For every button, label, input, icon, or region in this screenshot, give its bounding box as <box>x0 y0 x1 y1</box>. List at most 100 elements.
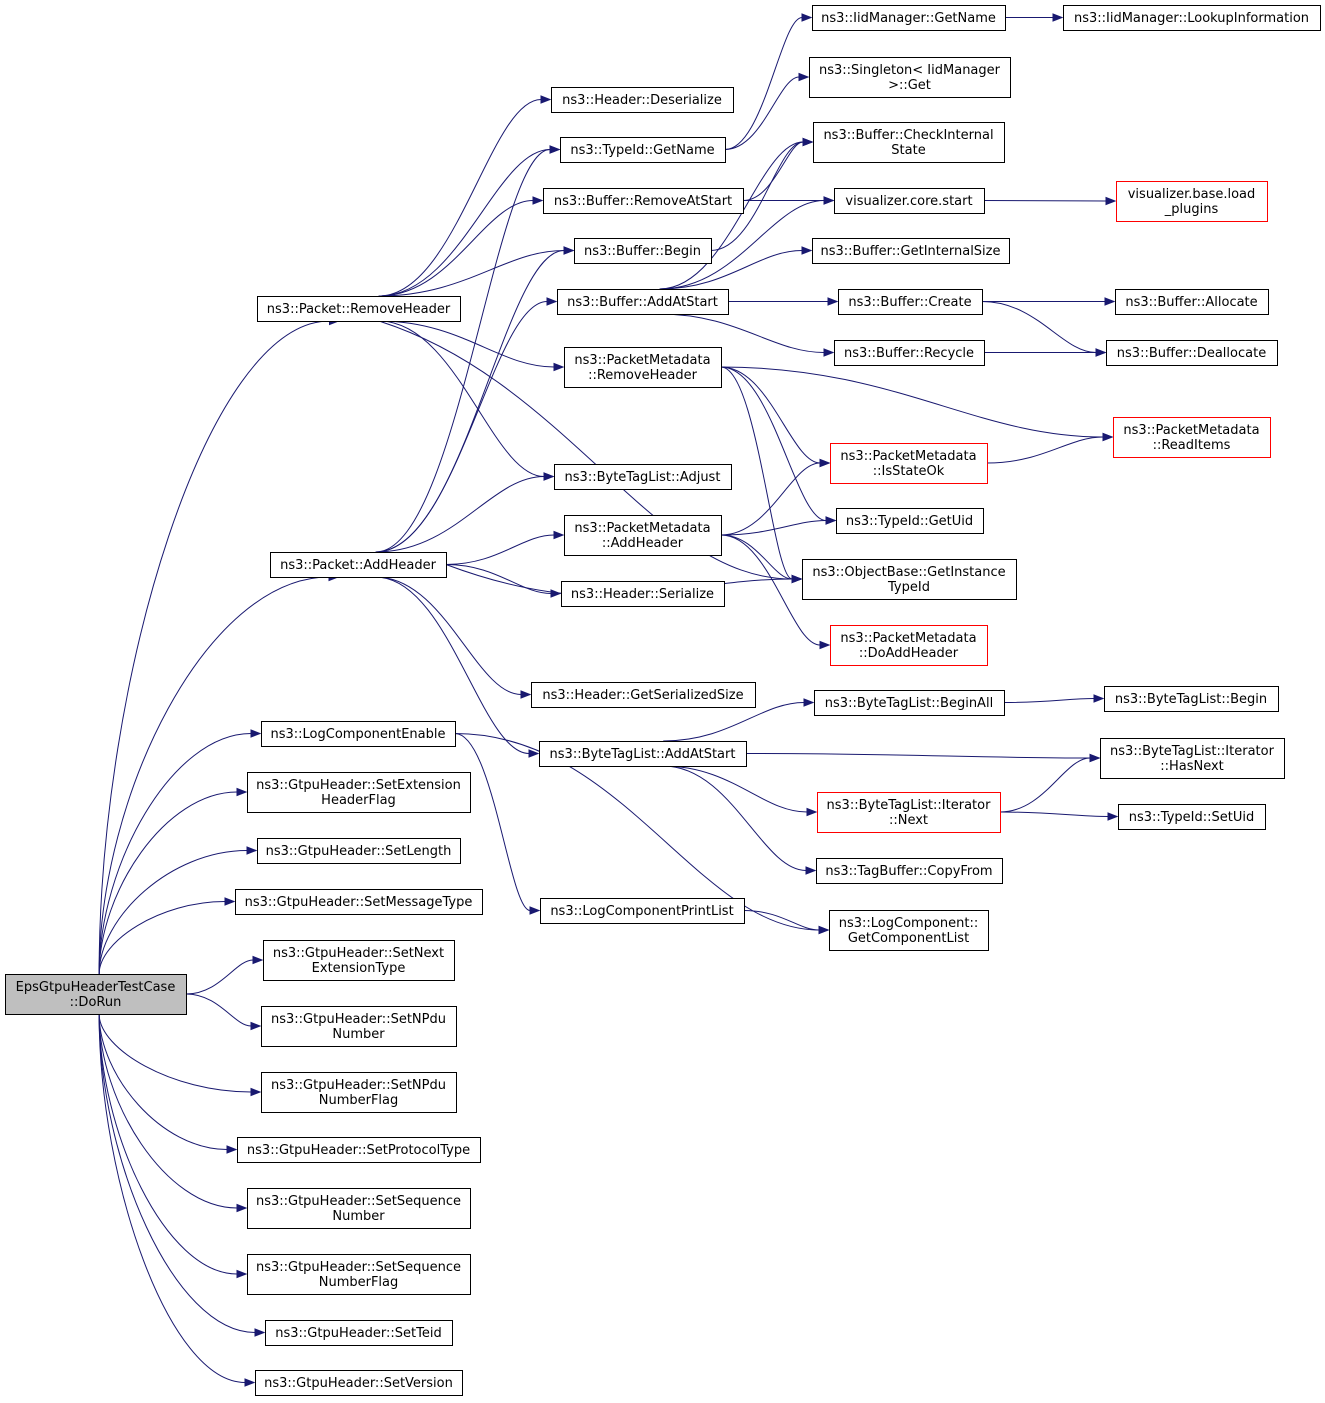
arrowhead <box>563 246 575 255</box>
node-typeid-name[interactable]: ns3::TypeId::GetName <box>560 137 726 163</box>
node-set-teid[interactable]: ns3::GtpuHeader::SetTeid <box>265 1320 453 1346</box>
edge-root-to-log-enable <box>98 729 262 975</box>
node-label: ::RemoveHeader <box>588 368 698 383</box>
node-label: ::DoAddHeader <box>859 646 959 661</box>
edge-line <box>98 320 330 975</box>
node-buf-allocate[interactable]: ns3::Buffer::Allocate <box>1115 289 1269 315</box>
node-vis-load[interactable]: visualizer.base.load_plugins <box>1116 181 1268 222</box>
edge-typeid-name-to-iid-name <box>724 13 813 150</box>
node-box <box>812 5 1006 31</box>
node-label: ::IsStateOk <box>873 464 945 479</box>
node-pm-add[interactable]: ns3::PacketMetadata::AddHeader <box>564 515 722 556</box>
node-btl-hasnext[interactable]: ns3::ByteTagList::Iterator::HasNext <box>1100 738 1285 779</box>
edge-pkt-remove-to-typeid-name <box>378 145 561 297</box>
node-label: ns3::Buffer::Allocate <box>1125 295 1257 310</box>
node-label: visualizer.core.start <box>845 194 972 209</box>
node-label: ::Next <box>889 813 928 828</box>
node-btl-begin[interactable]: ns3::ByteTagList::Begin <box>1104 686 1279 712</box>
edge-root-to-set-ext <box>98 787 248 975</box>
edge-line <box>98 1013 238 1275</box>
node-typeid-uid[interactable]: ns3::TypeId::GetUid <box>836 508 984 534</box>
node-buf-dealloc[interactable]: ns3::Buffer::Deallocate <box>1106 340 1278 366</box>
node-set-len[interactable]: ns3::GtpuHeader::SetLength <box>257 838 461 864</box>
arrowhead <box>801 246 813 255</box>
arrowhead <box>823 348 835 357</box>
node-buf-begin[interactable]: ns3::Buffer::Begin <box>574 238 712 264</box>
node-btl-addstart[interactable]: ns3::ByteTagList::AddAtStart <box>539 741 747 767</box>
arrowhead <box>1093 694 1105 703</box>
node-iid-name[interactable]: ns3::IidManager::GetName <box>812 5 1006 31</box>
arrowhead <box>528 749 540 758</box>
arrowhead <box>520 690 532 699</box>
node-label: ns3::PacketMetadata <box>574 353 710 368</box>
node-label: ns3::ByteTagList::BeginAll <box>825 696 993 711</box>
node-buf-remove[interactable]: ns3::Buffer::RemoveAtStart <box>543 188 744 214</box>
node-label: ns3::Buffer::AddAtStart <box>567 295 718 310</box>
node-log-enable[interactable]: ns3::LogComponentEnable <box>261 721 456 747</box>
node-hdr-ser[interactable]: ns3::Header::Serialize <box>561 581 725 607</box>
node-btl-adjust[interactable]: ns3::ByteTagList::Adjust <box>554 464 732 490</box>
node-vis-start[interactable]: visualizer.core.start <box>834 188 985 214</box>
node-label: ns3::Buffer::CheckInternal <box>823 128 993 143</box>
edge-buf-create-to-buf-dealloc <box>981 301 1107 357</box>
edge-line <box>445 534 555 565</box>
edge-line <box>743 910 820 931</box>
arrowhead <box>532 196 544 205</box>
node-set-proto[interactable]: ns3::GtpuHeader::SetProtocolType <box>237 1137 481 1163</box>
node-pkt-remove[interactable]: ns3::Packet::RemoveHeader <box>257 296 461 322</box>
node-box <box>247 772 471 813</box>
node-buf-intsize[interactable]: ns3::Buffer::GetInternalSize <box>812 238 1010 264</box>
node-singleton[interactable]: ns3::Singleton< IidManager>::Get <box>809 57 1011 98</box>
arrowhead <box>254 1328 266 1337</box>
edge-buf-addstart-to-buf-recycle <box>659 313 835 357</box>
arrowhead <box>1104 297 1116 306</box>
node-pm-isok[interactable]: ns3::PacketMetadata::IsStateOk <box>830 443 988 484</box>
node-tagbuf-copy[interactable]: ns3::TagBuffer::CopyFrom <box>816 858 1003 884</box>
edge-line <box>185 993 252 1027</box>
node-set-ver[interactable]: ns3::GtpuHeader::SetVersion <box>255 1370 463 1396</box>
node-pm-remove[interactable]: ns3::PacketMetadata::RemoveHeader <box>564 347 722 388</box>
edge-pm-remove-to-pm-readitems <box>720 366 1114 442</box>
node-pkt-add[interactable]: ns3::Packet::AddHeader <box>270 552 447 578</box>
node-label: ns3::GtpuHeader::SetNPdu <box>271 1078 446 1093</box>
node-buf-addstart[interactable]: ns3::Buffer::AddAtStart <box>557 289 729 315</box>
edge-line <box>98 1013 228 1150</box>
edge-pkt-add-to-btl-addstart <box>375 576 540 758</box>
node-buf-create[interactable]: ns3::Buffer::Create <box>838 289 983 315</box>
node-btl-beginall[interactable]: ns3::ByteTagList::BeginAll <box>814 690 1005 716</box>
node-pm-doadd[interactable]: ns3::PacketMetadata::DoAddHeader <box>830 625 988 666</box>
edge-root-to-set-teid <box>98 1013 266 1337</box>
arrowhead <box>244 1378 256 1387</box>
node-pm-readitems[interactable]: ns3::PacketMetadata::ReadItems <box>1113 417 1271 458</box>
node-box <box>263 940 455 981</box>
node-set-msg[interactable]: ns3::GtpuHeader::SetMessageType <box>235 889 483 915</box>
node-label: ns3::Buffer::Recycle <box>844 346 974 361</box>
node-label: State <box>891 143 925 158</box>
node-logcomp-list[interactable]: ns3::LogComponent::GetComponentList <box>829 910 989 951</box>
arrowhead <box>819 458 831 468</box>
node-typeid-setuid[interactable]: ns3::TypeId::SetUid <box>1118 804 1266 830</box>
node-buf-recycle[interactable]: ns3::Buffer::Recycle <box>834 340 985 366</box>
node-btl-next[interactable]: ns3::ByteTagList::Iterator::Next <box>817 792 1001 833</box>
node-log-print[interactable]: ns3::LogComponentPrintList <box>540 898 745 924</box>
node-label: ns3::GtpuHeader::SetLength <box>266 844 452 859</box>
edge-line <box>375 576 522 695</box>
node-iid-lookup[interactable]: ns3::IidManager::LookupInformation <box>1063 5 1321 31</box>
edge-line <box>720 366 827 521</box>
node-root[interactable]: EpsGtpuHeaderTestCase::DoRun <box>5 974 187 1015</box>
arrowhead <box>226 1145 238 1154</box>
node-label: ns3::GtpuHeader::SetTeid <box>275 1326 442 1341</box>
node-hdr-deser[interactable]: ns3::Header::Deserialize <box>551 87 734 113</box>
edge-line <box>375 476 545 553</box>
edge-line <box>375 149 551 553</box>
node-hdr-size[interactable]: ns3::Header::GetSerializedSize <box>531 682 756 708</box>
arrowhead <box>798 72 810 82</box>
